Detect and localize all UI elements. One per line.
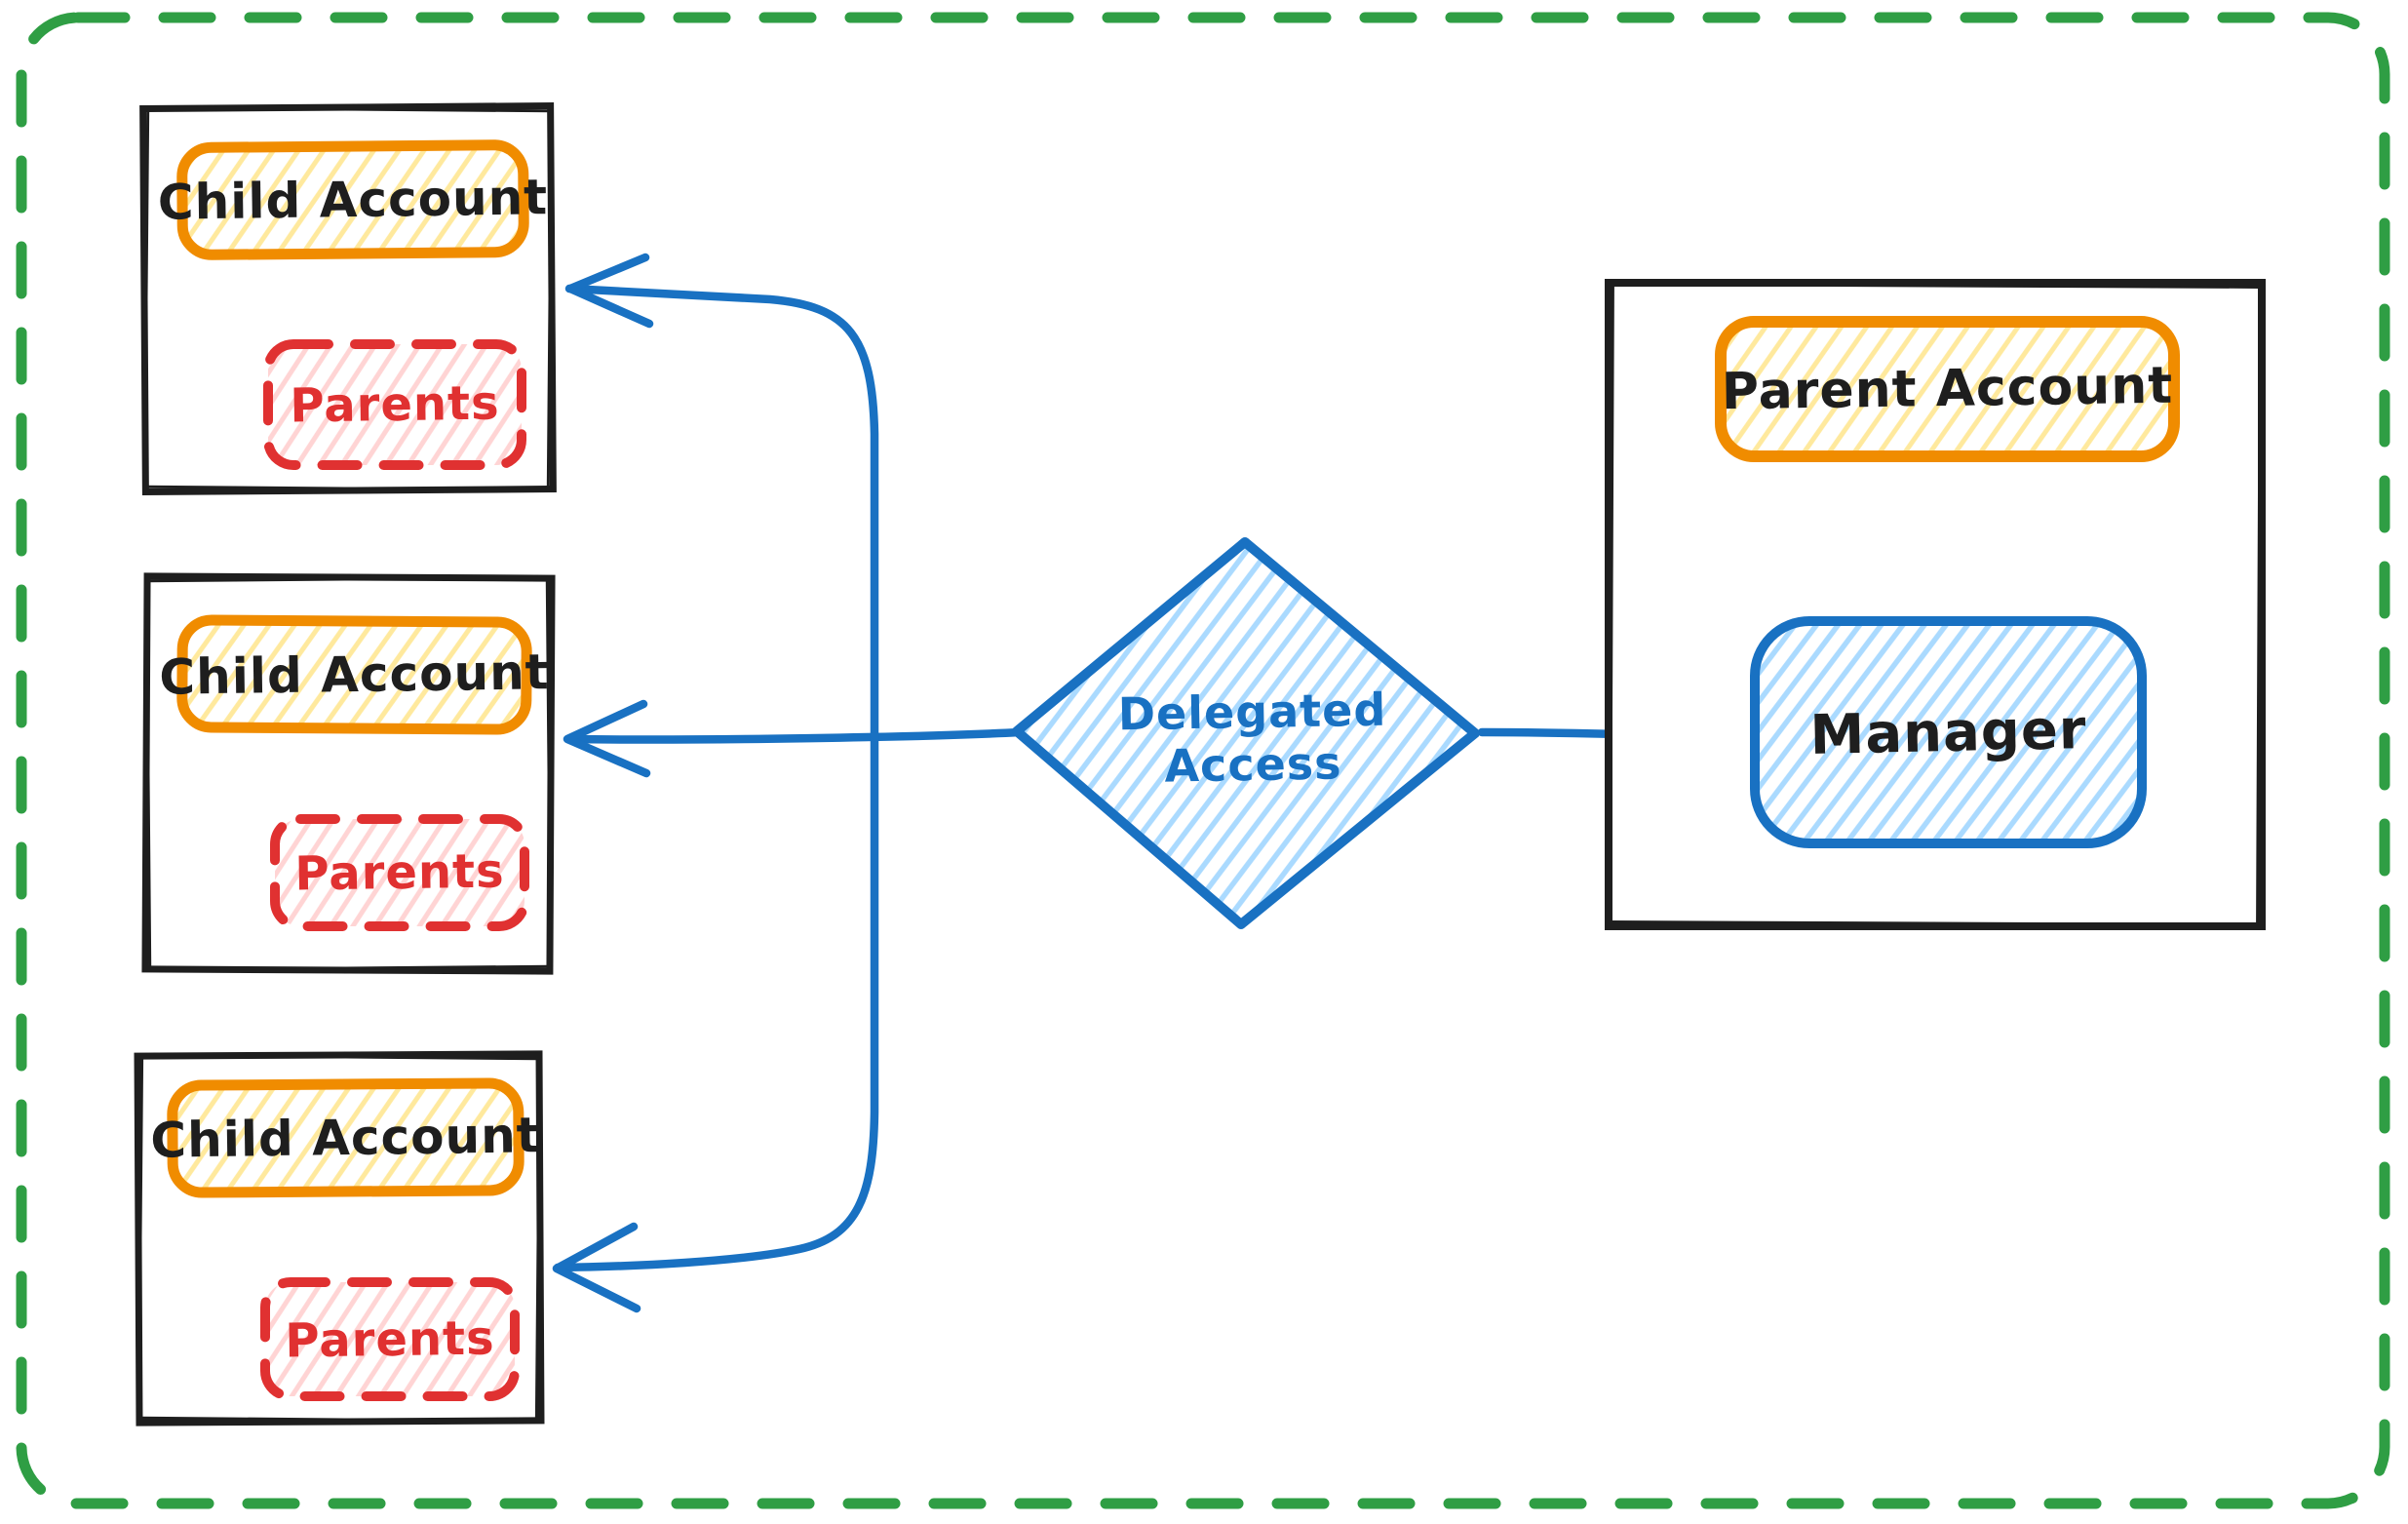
parent-account-box	[1605, 279, 2266, 930]
child-account-label-1-shape	[176, 139, 529, 260]
parents-label-2-shape	[270, 814, 529, 931]
parent-account-box-sketch	[1609, 283, 2262, 926]
child-account-label-2-shape	[176, 614, 532, 735]
child-account-box-1	[139, 102, 557, 495]
parents-label-3-shape	[260, 1277, 520, 1401]
child-account-label-3-shape	[167, 1077, 524, 1198]
child-account-box-3	[134, 1050, 545, 1426]
connector-diamond-to-child-2	[564, 727, 1025, 744]
parent-account-label-shape	[1715, 316, 2180, 462]
manager-shape	[1750, 616, 2147, 848]
delegated-access-diamond	[1012, 537, 1480, 929]
parents-label-1-shape	[263, 339, 526, 470]
arrowhead-child-2	[563, 699, 651, 778]
arrowhead-child-3	[552, 1222, 641, 1313]
child-account-box-2-sketch	[144, 575, 553, 972]
connector-group	[552, 253, 1760, 1313]
child-account-box-2	[141, 572, 556, 975]
arrowhead-child-1	[565, 253, 654, 329]
outer-dashed-frame	[16, 12, 2390, 1509]
connector-branch-to-child-1-and-3	[553, 284, 879, 1272]
child-account-box-3-sketch	[136, 1053, 542, 1424]
delegated-access-diamond-shape	[1012, 537, 1480, 929]
child-account-box-1-sketch	[142, 105, 554, 492]
